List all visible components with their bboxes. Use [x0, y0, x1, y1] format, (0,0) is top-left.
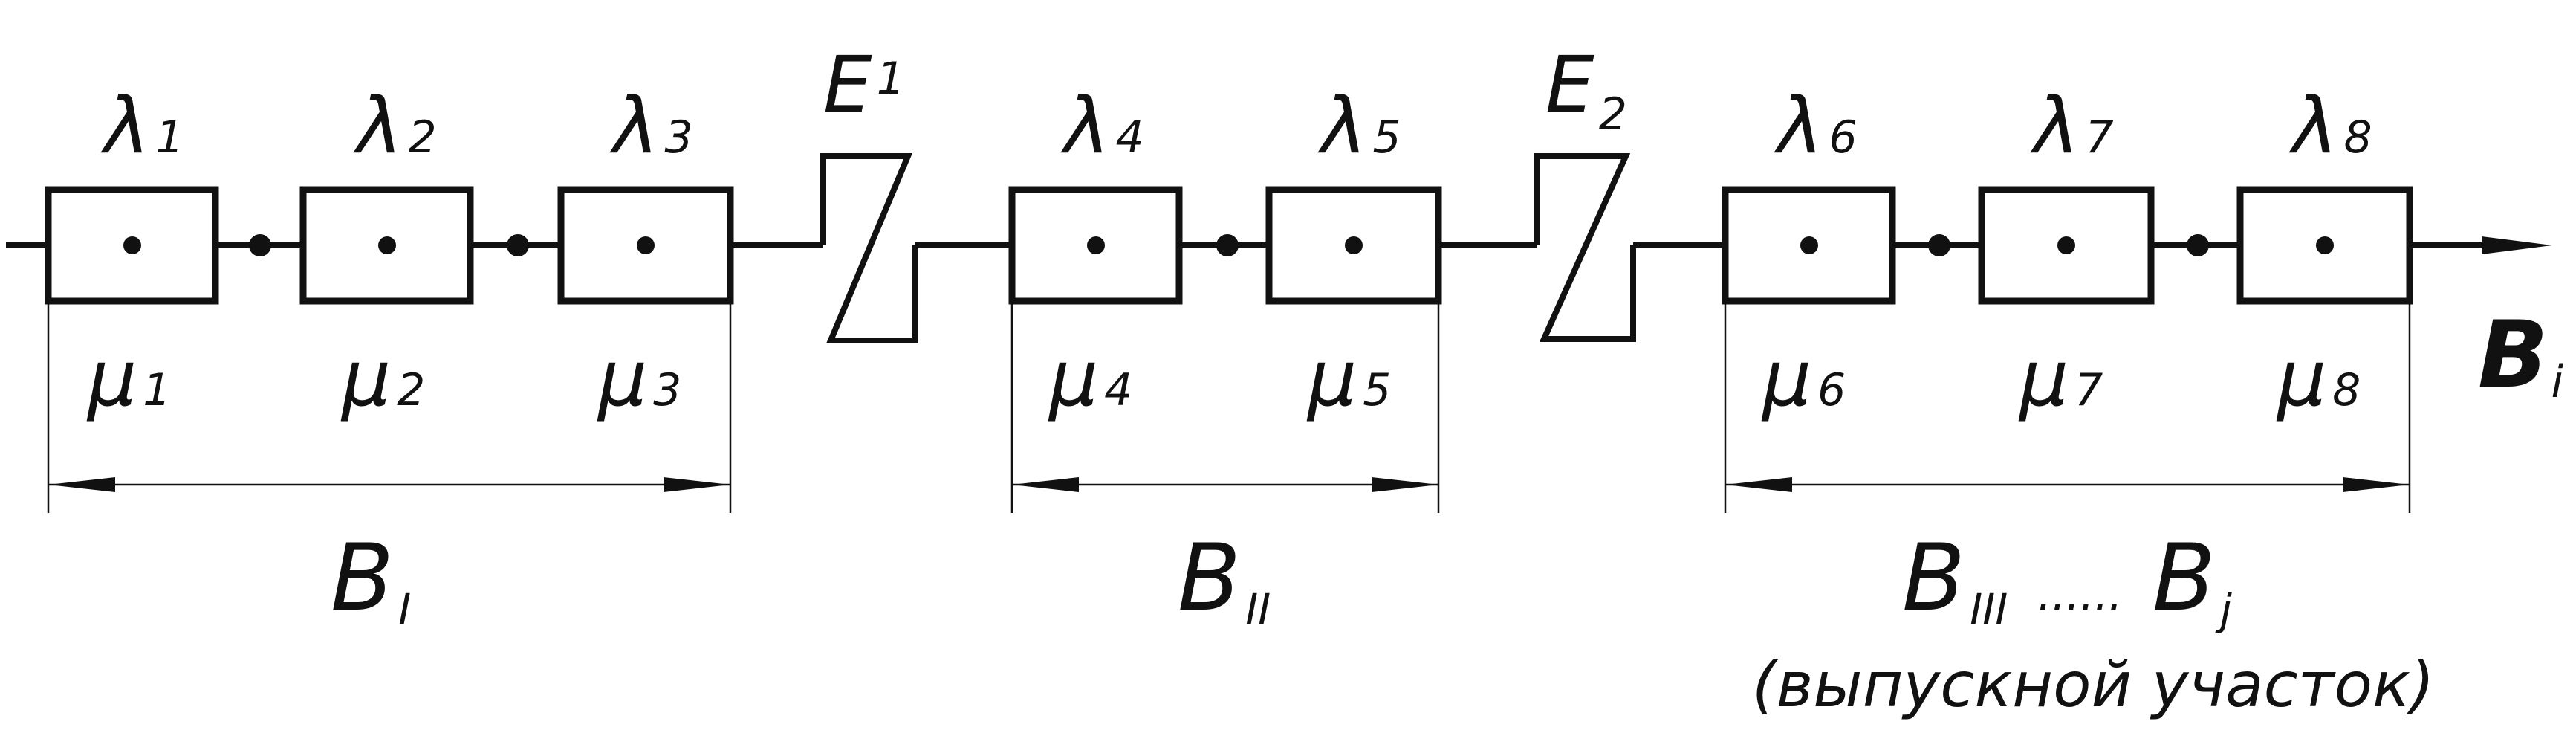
section-ii-dimension	[1010, 301, 1440, 513]
junction-dot-7-8	[2187, 234, 2209, 256]
machine-block-1	[45, 186, 219, 305]
buffer-e2-symbol	[1534, 153, 1636, 342]
output-label: Bi	[2478, 302, 2564, 409]
buffer-e1-symbol	[820, 153, 918, 343]
junction-dot-6-7	[1928, 234, 1950, 256]
machine-block-8	[2236, 186, 2413, 305]
machine-block-4	[1008, 186, 1183, 305]
section-i-dimension	[47, 301, 732, 513]
machine-block-7	[1978, 186, 2155, 305]
machine-block-2	[299, 186, 474, 305]
machine-block-6	[1722, 186, 1896, 305]
junction-dot-4-5	[1216, 234, 1239, 256]
machine-block-3	[557, 186, 734, 305]
output-arrowhead	[2482, 236, 2552, 254]
junction-dot-1-2	[249, 234, 271, 256]
junction-dot-2-3	[507, 234, 529, 256]
section-note: (выпускной участок)	[1752, 648, 2435, 721]
section-iii-dimension	[1724, 301, 2411, 513]
machine-block-5	[1265, 186, 1442, 305]
